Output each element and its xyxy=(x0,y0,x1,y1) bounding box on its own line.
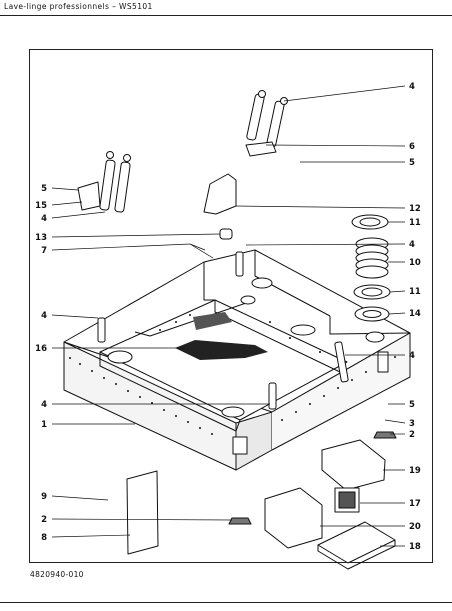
callout-17: 17 xyxy=(409,499,421,509)
frame-rivets xyxy=(69,314,396,435)
callout-11-top: 11 xyxy=(409,218,421,228)
callout-4-top: 4 xyxy=(409,82,415,92)
shock-absorbers xyxy=(97,90,349,410)
figure-code: 4820940-010 xyxy=(30,570,84,579)
callout-4-right: 4 xyxy=(409,351,415,361)
callout-10: 10 xyxy=(409,258,421,268)
callout-4-left-mid: 4 xyxy=(41,311,47,321)
callout-12: 12 xyxy=(409,204,421,214)
callout-18: 18 xyxy=(409,542,421,552)
callout-11-mid: 11 xyxy=(409,287,421,297)
callout-16: 16 xyxy=(35,344,47,354)
callout-9: 9 xyxy=(41,492,47,502)
chassis-frame xyxy=(63,249,411,471)
callout-2-left: 2 xyxy=(41,515,47,525)
leader-lines xyxy=(51,85,406,547)
callout-20: 20 xyxy=(409,522,421,532)
page-header-title: Lave-linge professionnels – WS5101 xyxy=(4,2,153,11)
figure-frame xyxy=(29,49,433,563)
footer-rule xyxy=(0,602,452,603)
callout-1: 1 xyxy=(41,420,47,430)
callout-4-spring: 4 xyxy=(409,240,415,250)
callout-19: 19 xyxy=(409,466,421,476)
header-rule xyxy=(0,15,452,16)
callout-3: 3 xyxy=(409,419,415,429)
callout-5-right: 5 xyxy=(409,400,415,410)
spring-stack xyxy=(351,214,391,322)
bracket-12 xyxy=(203,173,237,215)
callout-4-left-top: 4 xyxy=(41,214,47,224)
callout-14: 14 xyxy=(409,309,421,319)
callout-6: 6 xyxy=(409,142,415,152)
callout-7: 7 xyxy=(41,246,47,256)
callout-5-top: 5 xyxy=(409,158,415,168)
callout-13: 13 xyxy=(35,233,47,243)
callout-5-left: 5 xyxy=(41,184,47,194)
callout-15: 15 xyxy=(35,201,47,211)
callout-2-right: 2 xyxy=(409,430,415,440)
callout-8: 8 xyxy=(41,533,47,543)
callout-4-left-low: 4 xyxy=(41,400,47,410)
